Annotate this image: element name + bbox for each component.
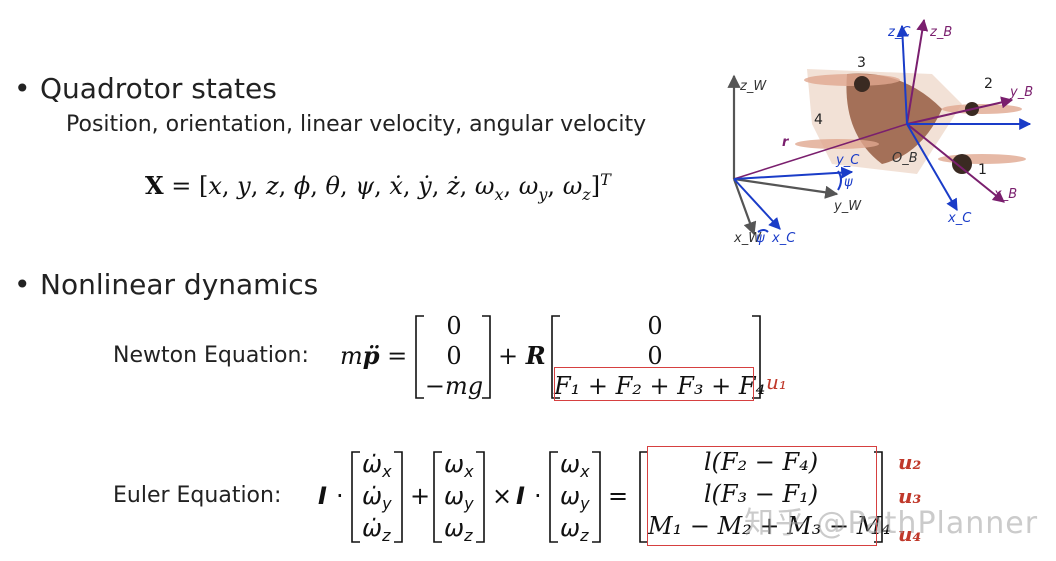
- axis-label-yW: y_W: [833, 199, 862, 214]
- svg-text:ωy: ωy: [560, 482, 590, 513]
- axis-label-xC: x_C: [947, 211, 972, 226]
- axis-label-xC-world: x_C: [771, 231, 796, 246]
- state-vector-equation: X = [x, y, z, ϕ, θ, ψ, ẋ, ẏ, ż, ωx, ωy, …: [145, 170, 611, 204]
- states-subtitle: Position, orientation, linear velocity, …: [66, 112, 647, 137]
- thrust-highlight-box: [554, 367, 754, 401]
- axis-label-xW: x_W: [733, 231, 762, 246]
- axis-label-yC: y_C: [835, 153, 860, 168]
- rotor-number-1: 1: [978, 162, 987, 178]
- svg-text:ωx: ωx: [444, 450, 474, 481]
- bullet-dot: •: [14, 72, 31, 105]
- u4-label: u₄: [898, 522, 922, 546]
- svg-text:ω̇x: ω̇x: [362, 450, 392, 481]
- u1-label: u₁: [766, 370, 787, 394]
- newton-col1-r2: 0: [446, 342, 462, 370]
- svg-text:ω̇z: ω̇z: [362, 514, 391, 545]
- euler-label: Euler Equation:: [113, 483, 282, 508]
- svg-text:+: +: [410, 482, 430, 510]
- watermark: 知乎 @PathPlanner: [744, 506, 1039, 541]
- u2-label: u₂: [898, 450, 922, 474]
- bullet-dot: •: [14, 268, 31, 301]
- newton-col1-r1: 0: [446, 312, 462, 340]
- axis-label-yB: y_B: [1009, 85, 1033, 100]
- axis-label-zW: z_W: [739, 79, 767, 94]
- moment-highlight-box: [647, 446, 877, 546]
- svg-text:ωz: ωz: [560, 514, 589, 545]
- origin-label-OB: O_B: [892, 151, 918, 166]
- svg-text:ω̇y: ω̇y: [362, 482, 392, 513]
- newton-col1-r3: −mg: [424, 372, 484, 400]
- svg-text:ωx: ωx: [560, 450, 590, 481]
- svg-text:·: ·: [534, 482, 542, 510]
- quadrotor-diagram: z_W y_W x_W z_C z_B y_B y_C x_B x_C O_B …: [727, 18, 1033, 246]
- euler-rhs-r3: M₁ − M₂ + M₃ − M₄: [648, 512, 891, 540]
- newton-brackets: [415, 315, 761, 399]
- axis-label-zB: z_B: [929, 25, 952, 40]
- euler-rhs-r1: l(F₂ − F₄): [703, 448, 819, 476]
- newton-col2-r1: 0: [647, 312, 663, 340]
- rotor-number-2: 2: [984, 76, 993, 92]
- euler-rhs-r2: l(F₃ − F₁): [703, 480, 819, 508]
- rotor-number-3: 3: [857, 55, 866, 71]
- svg-text:I: I: [516, 482, 525, 510]
- euler-equation: I · ω̇x ω̇y ω̇z + ωx ωy ωz × I · ωx ωy ω…: [318, 450, 883, 545]
- position-vector-r: r: [782, 135, 790, 150]
- bullet-quadrotor-states: • Quadrotor states: [14, 72, 277, 105]
- svg-text:I: I: [318, 482, 327, 510]
- yaw-angle-psi-2: ψ: [756, 231, 765, 246]
- newton-plus-r: + R: [498, 341, 546, 370]
- svg-text:×: ×: [492, 482, 512, 510]
- dynamics-title: Nonlinear dynamics: [40, 268, 319, 301]
- svg-text:=: =: [608, 482, 628, 510]
- diagram-labels: z_W y_W x_W z_C z_B y_B y_C x_B x_C O_B …: [733, 25, 1033, 246]
- newton-lhs: mp̈ =: [340, 341, 408, 370]
- newton-col2-r2: 0: [647, 342, 663, 370]
- yaw-angle-psi-1: ψ: [844, 175, 853, 190]
- svg-text:ωz: ωz: [444, 514, 473, 545]
- newton-col2-r3: F₁ + F₂ + F₃ + F₄: [554, 372, 766, 400]
- svg-text:·: ·: [336, 482, 344, 510]
- axis-label-zC: z_C: [887, 25, 911, 40]
- u3-label: u₃: [898, 484, 922, 508]
- newton-label: Newton Equation:: [113, 343, 309, 368]
- svg-text:ωy: ωy: [444, 482, 474, 513]
- states-title: Quadrotor states: [40, 72, 277, 105]
- bullet-nonlinear-dynamics: • Nonlinear dynamics: [14, 268, 318, 301]
- rotor-number-4: 4: [814, 112, 823, 128]
- axis-label-xB: x_B: [993, 187, 1017, 202]
